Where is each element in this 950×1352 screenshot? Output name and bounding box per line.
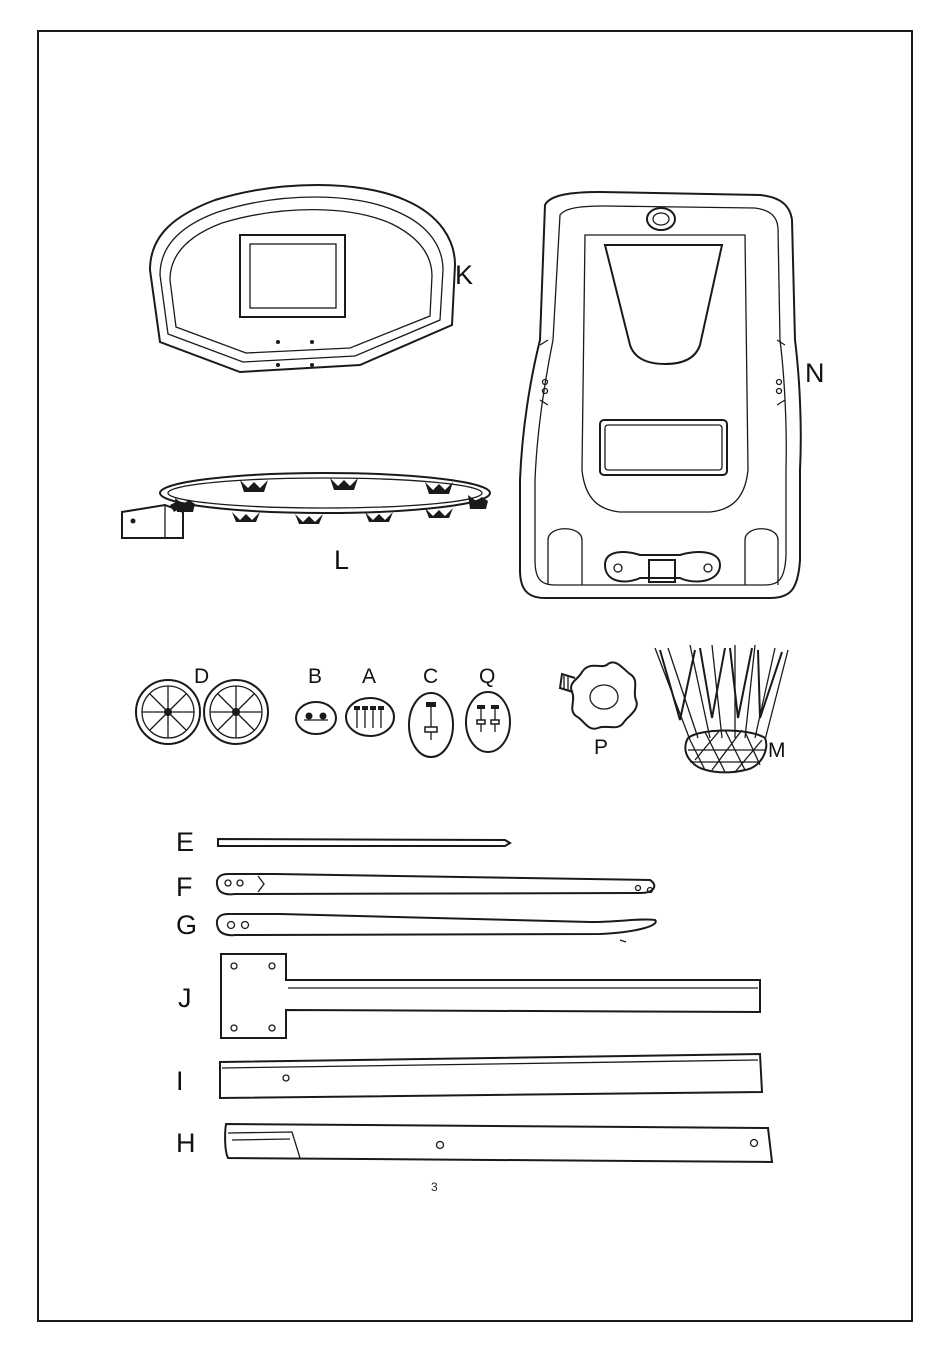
part-b-hardware xyxy=(296,702,336,734)
part-c-hardware xyxy=(409,693,453,757)
part-l-rim xyxy=(122,473,490,538)
label-n: N xyxy=(805,360,825,387)
label-p: P xyxy=(594,737,608,758)
part-n-base xyxy=(520,192,801,598)
label-e: E xyxy=(176,829,194,856)
label-j: J xyxy=(178,985,192,1012)
part-g-brace xyxy=(217,914,656,942)
part-i-pole xyxy=(220,1054,762,1098)
part-f-brace xyxy=(217,874,654,894)
label-b: B xyxy=(308,666,322,687)
label-q: Q xyxy=(479,666,495,687)
part-a-hardware xyxy=(346,698,394,736)
page-number: 3 xyxy=(431,1180,438,1194)
label-m: M xyxy=(768,740,786,761)
part-q-hardware xyxy=(466,692,510,752)
label-h: H xyxy=(176,1130,196,1157)
part-p-knob xyxy=(560,662,637,728)
label-d: D xyxy=(194,666,209,687)
part-k-backboard xyxy=(150,185,455,372)
label-a: A xyxy=(362,666,376,687)
label-l: L xyxy=(334,547,349,574)
label-i: I xyxy=(176,1068,184,1095)
part-e-rod xyxy=(218,839,510,846)
label-k: K xyxy=(455,262,473,289)
label-g: G xyxy=(176,912,197,939)
part-h-pole xyxy=(225,1124,772,1162)
label-c: C xyxy=(423,666,438,687)
label-f: F xyxy=(176,874,193,901)
part-j-pole xyxy=(221,954,760,1038)
part-d-wheels xyxy=(136,680,268,744)
